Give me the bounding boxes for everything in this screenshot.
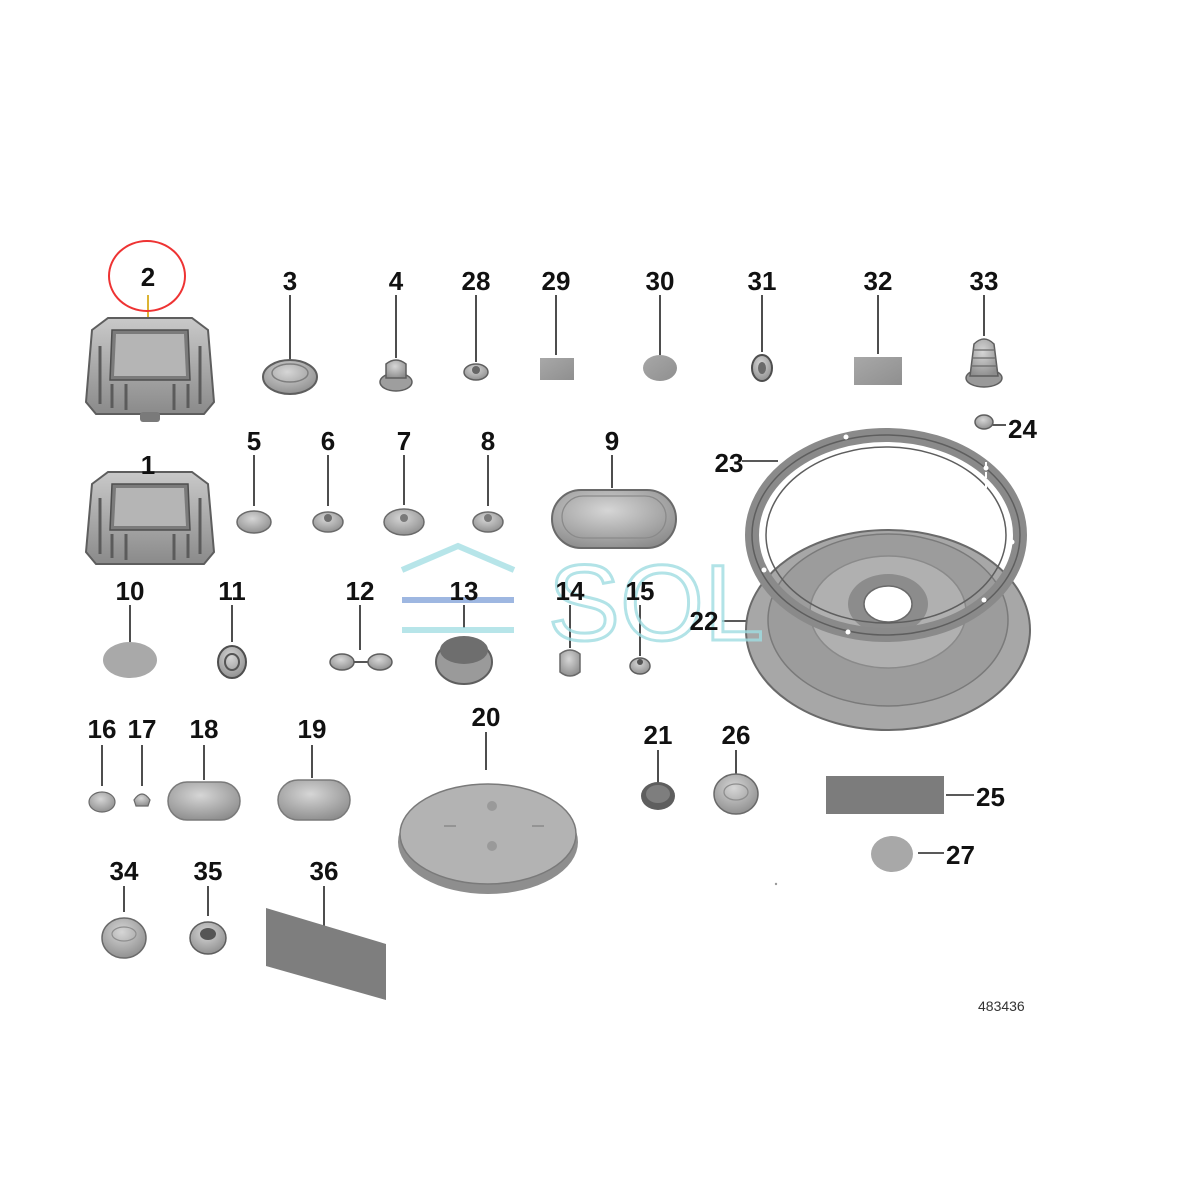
part-label-15[interactable]: 15 [625, 576, 655, 606]
part-30-pad [643, 355, 677, 381]
part-12-plug-pair [329, 653, 393, 671]
part-label-6[interactable]: 6 [320, 426, 336, 456]
part-23-ring [745, 428, 1027, 642]
part-7-plug [383, 508, 425, 536]
part-24-nut [974, 414, 994, 552]
part-4-plug [379, 359, 413, 392]
part-21-plug [641, 782, 675, 810]
part-label-13[interactable]: 13 [449, 576, 479, 606]
part-label-26[interactable]: 26 [721, 720, 751, 750]
part-label-35[interactable]: 35 [193, 856, 223, 886]
part-label-12[interactable]: 12 [345, 576, 375, 606]
part-28-grommet [463, 363, 489, 381]
part-11-grommet [217, 645, 247, 679]
part-13-grommet [435, 636, 493, 685]
part-33-bumper [965, 338, 1003, 388]
part-label-16[interactable]: 16 [87, 714, 117, 744]
part-label-23[interactable]: 23 [714, 448, 744, 478]
part-label-2[interactable]: 2 [140, 262, 156, 292]
part-label-30[interactable]: 30 [645, 266, 675, 296]
part-10-pad [103, 642, 157, 678]
part-label-9[interactable]: 9 [604, 426, 620, 456]
part-31-grommet [751, 354, 773, 382]
part-26-plug [713, 773, 759, 815]
part-29-pad [540, 358, 574, 380]
part-label-18[interactable]: 18 [189, 714, 219, 744]
part-2-jack-pad [84, 317, 216, 422]
part-label-11[interactable]: 11 [218, 576, 246, 606]
part-label-33[interactable]: 33 [969, 266, 999, 296]
part-label-5[interactable]: 5 [246, 426, 262, 456]
part-19-oval-plug [277, 779, 351, 821]
part-label-28[interactable]: 28 [461, 266, 491, 296]
part-label-19[interactable]: 19 [297, 714, 327, 744]
part-label-14[interactable]: 14 [555, 576, 585, 606]
leader-lines [101, 295, 1006, 930]
part-label-29[interactable]: 29 [541, 266, 571, 296]
part-8-plug [472, 511, 504, 533]
part-5-plug [236, 510, 272, 534]
part-20-cover [398, 783, 578, 894]
part-label-31[interactable]: 31 [747, 266, 777, 296]
part-label-4[interactable]: 4 [388, 266, 404, 296]
part-6-plug [312, 511, 344, 533]
part-17-plug [133, 793, 151, 807]
part-9-oval-plug [551, 489, 677, 549]
part-label-25[interactable]: 25 [976, 782, 1005, 812]
part-label-22[interactable]: 22 [689, 606, 719, 636]
part-label-8[interactable]: 8 [480, 426, 496, 456]
part-32-pad [854, 357, 902, 385]
part-label-36[interactable]: 36 [309, 856, 339, 886]
part-18-oval-plug [167, 781, 241, 821]
part-16-plug [88, 791, 116, 813]
catalog-code: 483436 [978, 998, 1025, 1014]
part-34-plug [101, 917, 147, 959]
part-14-plug [559, 649, 581, 677]
part-label-21[interactable]: 21 [643, 720, 673, 750]
part-27-pad [871, 836, 913, 872]
part-label-34[interactable]: 34 [109, 856, 139, 886]
part-36-strip [266, 908, 386, 1000]
part-15-plug [629, 657, 651, 675]
part-label-27[interactable]: 27 [946, 840, 975, 870]
sol-watermark: SOL [400, 541, 766, 660]
part-label-10[interactable]: 10 [115, 576, 145, 606]
part-35-grommet [189, 921, 227, 955]
part-label-32[interactable]: 32 [863, 266, 893, 296]
part-label-7[interactable]: 7 [396, 426, 412, 456]
part-label-24[interactable]: 24 [1008, 414, 1037, 444]
part-label-1[interactable]: 1 [140, 450, 156, 480]
part-label-17[interactable]: 17 [127, 714, 157, 744]
part-1-jack-pad [84, 471, 216, 565]
part-label-3[interactable]: 3 [282, 266, 298, 296]
watermark-text: SOL [548, 542, 764, 660]
part-3-plug [262, 359, 318, 395]
part-25-strip [826, 776, 944, 814]
selected-part-highlight [108, 240, 186, 312]
part-label-20[interactable]: 20 [471, 702, 501, 732]
